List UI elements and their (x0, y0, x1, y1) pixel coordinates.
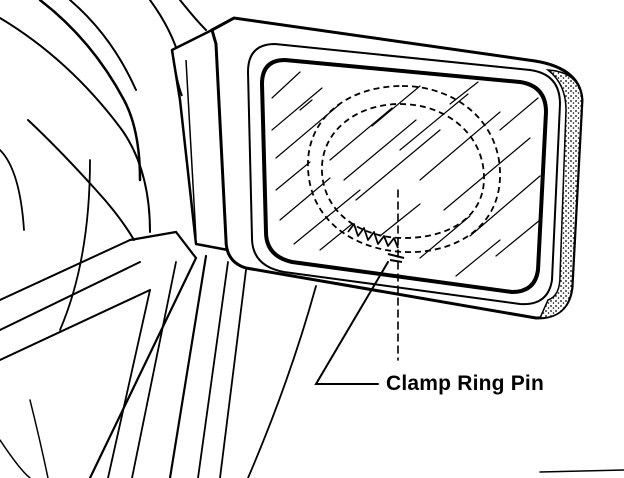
glass-hatching (271, 71, 541, 277)
pillar-lower (0, 149, 25, 231)
bezel-inner (260, 58, 548, 294)
door-edge-4 (168, 254, 208, 478)
window-sill-2 (0, 261, 141, 331)
window-sill-3 (0, 289, 151, 361)
frame-inner-curve-2 (69, 0, 137, 91)
clamp-ring-outer (307, 85, 501, 253)
door-panel-line (247, 285, 317, 478)
frame-inner-curve-4 (179, 0, 207, 31)
frame-inner-curve-1 (38, 0, 142, 182)
housing-outer (210, 16, 584, 320)
bottom-strip-2 (29, 399, 49, 478)
clamp-ring-hidden (307, 85, 501, 253)
pillar-sweep (59, 159, 91, 331)
door-edge-2 (107, 289, 151, 478)
mount-shoulder (171, 49, 183, 97)
bezel-outer (247, 43, 561, 306)
mirror-housing (210, 16, 584, 320)
housing-edge-stipple (538, 69, 583, 319)
callout-leaders (314, 189, 399, 385)
housing-bottom-edge (245, 267, 537, 319)
mount-inner-line (185, 59, 197, 239)
leader-main (314, 261, 389, 385)
callout-label-clamp-ring-pin: Clamp Ring Pin (386, 372, 544, 395)
window-sill-1 (0, 239, 131, 301)
door-edge-3 (131, 261, 177, 478)
pillar-left-edge (27, 119, 135, 241)
door-edge-6 (219, 269, 247, 478)
frame-outer-curve (0, 17, 151, 233)
door-edge-1 (88, 230, 198, 478)
bottom-line (539, 469, 624, 473)
clamp-ring-teeth (347, 223, 399, 249)
mirror-bezel (247, 43, 561, 306)
door-edge-5 (197, 261, 229, 478)
clamp-ring-pin (387, 253, 405, 263)
bottom-strip-1 (0, 439, 31, 478)
